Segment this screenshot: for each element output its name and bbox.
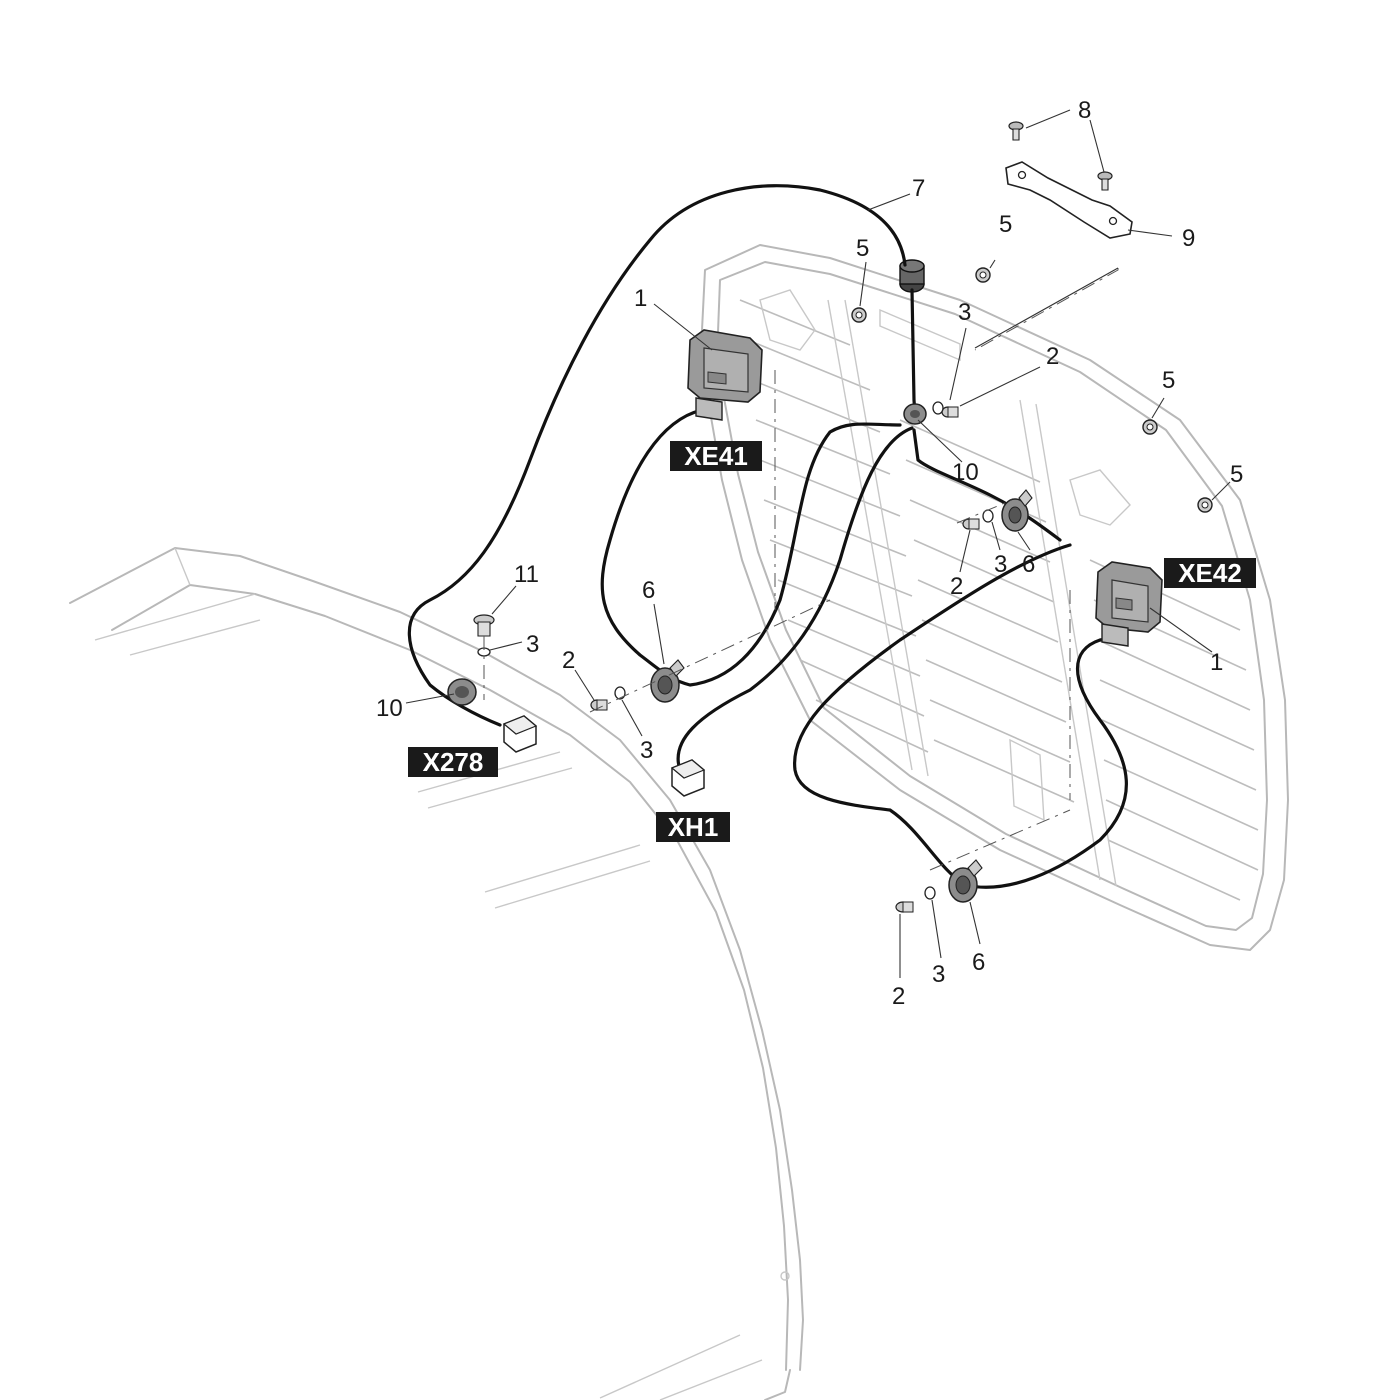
cable-clip-icon — [1001, 489, 1033, 532]
screw-icon — [895, 901, 914, 913]
callout-label: 3 — [526, 631, 539, 658]
connector-label: XE41 — [684, 441, 748, 471]
callout-label: 3 — [640, 737, 653, 764]
callout-label: 6 — [642, 577, 655, 604]
callout-label: 7 — [912, 175, 925, 202]
cable-clamp-icon — [903, 403, 927, 425]
alignment-lines — [483, 268, 1119, 871]
connector-label: XH1 — [668, 812, 719, 842]
connector-badge-xe42: XE42 — [1164, 558, 1256, 588]
callout-label: 2 — [892, 983, 905, 1010]
connector-plug-xh1 — [670, 759, 706, 797]
connector-label: XE42 — [1178, 558, 1242, 588]
front-grille-panel — [701, 244, 1289, 951]
callout-label: 1 — [1210, 649, 1223, 676]
cable-clip-icon — [650, 659, 685, 703]
screw-icon — [1097, 171, 1113, 191]
screw-icon — [962, 518, 980, 530]
nut-icon — [851, 307, 867, 323]
callout-label: 5 — [1162, 367, 1175, 394]
callout-label: 3 — [994, 551, 1007, 578]
callout-label: 6 — [972, 949, 985, 976]
nut-icon — [1197, 497, 1213, 513]
mounting-bracket — [1005, 161, 1133, 239]
washer-icon — [614, 686, 626, 700]
callout-label: 5 — [1230, 461, 1243, 488]
callout-label: 5 — [999, 211, 1012, 238]
leader-lines — [405, 109, 1231, 978]
callout-label: 3 — [958, 299, 971, 326]
callout-label: 10 — [952, 459, 979, 486]
washer-icon — [924, 886, 936, 900]
nut-icon — [1142, 419, 1158, 435]
grille-louvers — [739, 299, 1259, 901]
pin-icon — [473, 614, 495, 637]
callout-label: 1 — [634, 285, 647, 312]
work-lamp-right — [1095, 561, 1163, 647]
screw-icon — [941, 406, 959, 418]
callout-label: 6 — [1022, 551, 1035, 578]
connector-badge-xh1: XH1 — [656, 812, 730, 842]
cable-clamp-icon — [447, 678, 477, 706]
work-lamp-left — [687, 329, 763, 421]
callout-labels: 8 9 7 5 5 1 3 2 5 10 5 11 3 2 6 3 2 3 6 … — [376, 97, 1243, 1010]
connector-badge-xe41: XE41 — [670, 441, 762, 471]
callout-label: 3 — [932, 961, 945, 988]
callout-label: 9 — [1182, 225, 1195, 252]
callout-label: 2 — [950, 573, 963, 600]
nut-icon — [975, 267, 991, 283]
callout-label: 11 — [514, 561, 539, 588]
screw-icon — [590, 699, 608, 711]
connector-plug-x278 — [502, 715, 538, 753]
callout-label: 8 — [1078, 97, 1091, 124]
callout-label: 10 — [376, 695, 403, 722]
cab-roof-outline — [69, 547, 804, 1400]
callout-label: 5 — [856, 235, 869, 262]
connector-badge-x278: X278 — [408, 747, 498, 777]
cable-clip-icon — [948, 859, 983, 903]
wiring-harness — [407, 184, 1128, 889]
callout-label: 2 — [562, 647, 575, 674]
connector-label: X278 — [423, 747, 484, 777]
screw-icon — [1008, 121, 1024, 141]
washer-icon — [932, 401, 944, 415]
callout-label: 2 — [1046, 343, 1059, 370]
